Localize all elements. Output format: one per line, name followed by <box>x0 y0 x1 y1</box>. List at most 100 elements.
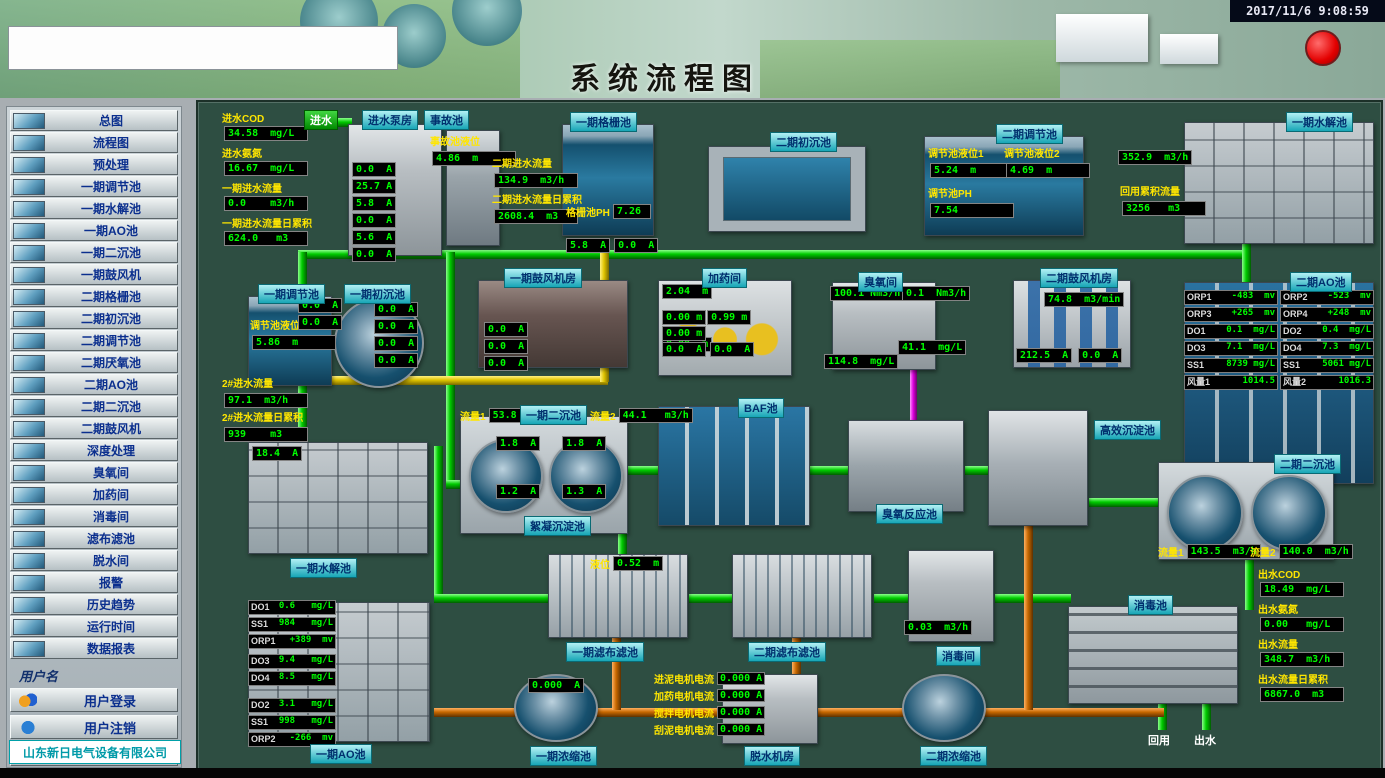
value-box: 1.8 A <box>496 436 541 451</box>
logout-button[interactable]: 用户注销 <box>10 715 178 739</box>
sidebar-item-25[interactable]: 数据报表 <box>10 638 178 659</box>
grid-ph-label: 格栅池PH <box>566 208 610 219</box>
sidebar-item-7[interactable]: 一期二沉池 <box>10 242 178 263</box>
sidebar-item-9[interactable]: 二期格栅池 <box>10 286 178 307</box>
pipe-segment-ozone <box>910 368 917 424</box>
login-button[interactable]: 用户登录 <box>10 688 178 712</box>
nav-item-label: 滤布滤池 <box>86 532 135 546</box>
sidebar-item-24[interactable]: 运行时间 <box>10 616 178 637</box>
p2-inflow-total-value: 2608.4 m3 <box>494 209 578 224</box>
label-p2-secondary: 二期二沉池 <box>1274 454 1341 474</box>
sidebar-item-19[interactable]: 消毒间 <box>10 506 178 527</box>
reg-level1-label: 调节池液位1 <box>928 149 984 160</box>
data-row: ORP1+389 mv <box>248 634 336 649</box>
data-label: SS1 <box>1187 360 1205 370</box>
value-box: 0.99 m <box>707 310 752 325</box>
nav-item-label: 数据报表 <box>86 642 135 656</box>
p1reg-level-label: 调节池液位 <box>250 321 300 332</box>
sidebar-item-17[interactable]: 臭氧间 <box>10 462 178 483</box>
sidebar-item-15[interactable]: 二期鼓风机 <box>10 418 178 439</box>
equipment-p2-secondary-clarifiers <box>1158 462 1334 560</box>
nav-item-label: 二期格栅池 <box>80 290 141 304</box>
sidebar-item-14[interactable]: 二期二沉池 <box>10 396 178 417</box>
sidebar-item-12[interactable]: 二期厌氧池 <box>10 352 178 373</box>
label-baf: BAF池 <box>738 398 784 418</box>
reuse-label: 回用 <box>1148 735 1170 747</box>
data-row: ORP4 +248 mv <box>1280 307 1374 322</box>
data-value: 8739 mg/L <box>1226 359 1275 369</box>
label-p1-hydrolysis-mid: 一期水解池 <box>290 558 357 578</box>
nav-item-label: 二期AO池 <box>83 378 138 392</box>
value-box: 0.0 A <box>1078 348 1123 363</box>
label-p1-thickener: 一期浓缩池 <box>530 746 597 766</box>
logout-icon <box>19 719 37 735</box>
nav-item-icon <box>13 574 45 591</box>
value-box: 0.00 m <box>662 310 707 325</box>
label-p2-blower: 二期鼓风机房 <box>1040 268 1118 288</box>
sidebar-item-18[interactable]: 加药间 <box>10 484 178 505</box>
label-p1-primary: 一期初沉池 <box>344 284 411 304</box>
nav-item-icon <box>13 156 45 173</box>
stat-label: 出水COD <box>1258 570 1301 581</box>
nav-item-icon <box>13 288 45 305</box>
data-label: DO1 <box>1187 326 1206 336</box>
data-value: 1014.5 <box>1242 376 1275 386</box>
stat-value: 6867.0 m3 <box>1260 687 1344 702</box>
sidebar-item-6[interactable]: 一期AO池 <box>10 220 178 241</box>
sidebar-item-10[interactable]: 二期初沉池 <box>10 308 178 329</box>
nav-item-icon <box>13 266 45 283</box>
stat-label: 一期进水流量日累积 <box>222 219 312 230</box>
sidebar-item-5[interactable]: 一期水解池 <box>10 198 178 219</box>
label-p1-blower: 一期鼓风机房 <box>504 268 582 288</box>
data-label: ORP2 <box>251 734 276 744</box>
stat-label: 进水COD <box>222 114 265 125</box>
thickener1-current-value: 0.000 A <box>528 678 585 693</box>
equipment-p2-cloth-filter <box>732 554 872 638</box>
value-box: 0.00 m <box>662 326 707 341</box>
sidebar-item-22[interactable]: 报警 <box>10 572 178 593</box>
pipe-segment <box>1089 498 1159 507</box>
reg-level2-value: 4.69 m <box>1006 163 1090 178</box>
data-value: 0.6 mg/L <box>278 601 333 611</box>
data-label: ORP4 <box>1283 309 1308 319</box>
flow-label: 流量2 <box>590 412 616 423</box>
sidebar-item-11[interactable]: 二期调节池 <box>10 330 178 351</box>
sidebar-item-3[interactable]: 预处理 <box>10 154 178 175</box>
data-label: DO1 <box>251 602 270 612</box>
nav-item-icon <box>13 530 45 547</box>
sidebar-item-8[interactable]: 一期鼓风机 <box>10 264 178 285</box>
nav-item-label: 二期初沉池 <box>80 312 141 326</box>
sidebar-item-20[interactable]: 滤布滤池 <box>10 528 178 549</box>
value-box: 0.0 A <box>484 339 529 354</box>
nav-item-icon <box>13 442 45 459</box>
pipe-segment-sludge <box>612 638 621 710</box>
grid-ph-readout: 格栅池PH 7.26 <box>566 204 651 219</box>
sidebar-item-4[interactable]: 一期调节池 <box>10 176 178 197</box>
sidebar-item-13[interactable]: 二期AO池 <box>10 374 178 395</box>
pipe-segment-sludge <box>1024 524 1033 710</box>
sidebar-item-23[interactable]: 历史趋势 <box>10 594 178 615</box>
sidebar-item-1[interactable]: 总图 <box>10 110 178 131</box>
nav-item-icon <box>13 332 45 349</box>
nav-item-icon <box>13 596 45 613</box>
pipe-segment <box>446 252 455 488</box>
flow2-value: 97.1 m3/h <box>224 393 308 408</box>
label-p2-regulating: 二期调节池 <box>996 124 1063 144</box>
nav-item-label: 脱水间 <box>92 554 129 568</box>
sidebar-item-16[interactable]: 深度处理 <box>10 440 178 461</box>
p2blower-flow-value: 74.8 m3/min <box>1044 292 1125 307</box>
stat-value: 0.00 mg/L <box>1260 617 1344 632</box>
sidebar-item-21[interactable]: 脱水间 <box>10 550 178 571</box>
value-box: 2.04 m <box>662 284 713 299</box>
sidebar-item-2[interactable]: 流程图 <box>10 132 178 153</box>
data-value: +248 mv <box>1327 308 1371 318</box>
